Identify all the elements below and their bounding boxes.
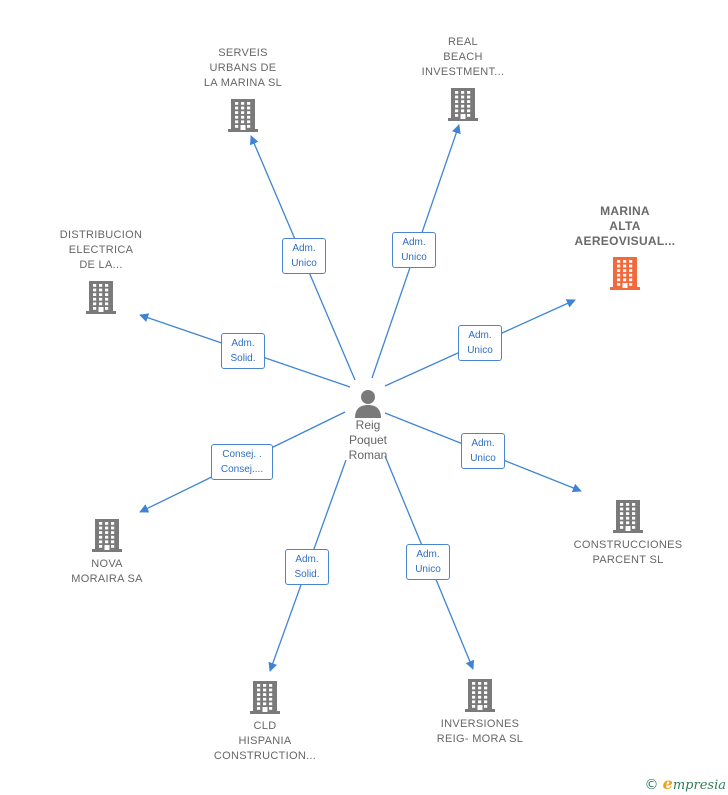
- company-nova-moraira[interactable]: NOVA MORAIRA SA: [52, 517, 162, 587]
- company-name: INVERSIONES REIG- MORA SL: [436, 718, 524, 745]
- role-label-cld-hispania[interactable]: Adm.Solid.: [285, 549, 329, 585]
- company-marina-alta[interactable]: MARINA ALTA AEREOVISUAL...: [560, 204, 690, 291]
- role-label-marina-alta[interactable]: Adm.Unico: [458, 325, 502, 361]
- role-label-serveis[interactable]: Adm.Unico: [282, 238, 326, 274]
- company-name: NOVA MORAIRA SA: [71, 558, 143, 585]
- company-name: CLD HISPANIA CONSTRUCTION...: [213, 720, 317, 762]
- company-construcciones[interactable]: CONSTRUCCIONES PARCENT SL: [565, 498, 691, 568]
- person-icon: [355, 390, 381, 418]
- building-icon: [228, 99, 258, 132]
- brand-footer: © empresia: [645, 774, 726, 793]
- company-name: REAL BEACH INVESTMENT...: [421, 36, 505, 78]
- person-node[interactable]: Reig Poquet Roman: [333, 388, 403, 463]
- brand-logo-initial: e: [662, 774, 673, 793]
- building-icon: [250, 681, 280, 714]
- role-label-distribucion[interactable]: Adm.Solid.: [221, 333, 265, 369]
- building-icon: [610, 257, 640, 290]
- building-icon: [448, 88, 478, 121]
- company-cld-hispania[interactable]: CLD HISPANIA CONSTRUCTION...: [205, 679, 325, 764]
- building-icon: [465, 679, 495, 712]
- company-real-beach[interactable]: REAL BEACH INVESTMENT...: [403, 35, 523, 122]
- company-name: DISTRIBUCION ELECTRICA DE LA...: [59, 229, 143, 271]
- role-label-inversiones[interactable]: Adm.Unico: [406, 544, 450, 580]
- company-inversiones[interactable]: INVERSIONES REIG- MORA SL: [420, 677, 540, 747]
- company-name: CONSTRUCCIONES PARCENT SL: [573, 539, 683, 566]
- company-name: SERVEIS URBANS DE LA MARINA SL: [203, 47, 283, 89]
- person-name: Reig Poquet Roman: [348, 418, 388, 462]
- company-serveis[interactable]: SERVEIS URBANS DE LA MARINA SL: [183, 46, 303, 133]
- copyright-icon: ©: [644, 777, 659, 793]
- company-distribucion[interactable]: DISTRIBUCION ELECTRICA DE LA...: [42, 228, 160, 315]
- building-icon: [613, 500, 643, 533]
- company-name: MARINA ALTA AEREOVISUAL...: [574, 204, 676, 248]
- building-icon: [86, 281, 116, 314]
- brand-logo-text: mpresia: [672, 778, 726, 793]
- role-label-construcciones[interactable]: Adm.Unico: [461, 433, 505, 469]
- role-label-nova-moraira[interactable]: Consej. .Consej....: [211, 444, 273, 480]
- building-icon: [92, 519, 122, 552]
- role-label-real-beach[interactable]: Adm.Unico: [392, 232, 436, 268]
